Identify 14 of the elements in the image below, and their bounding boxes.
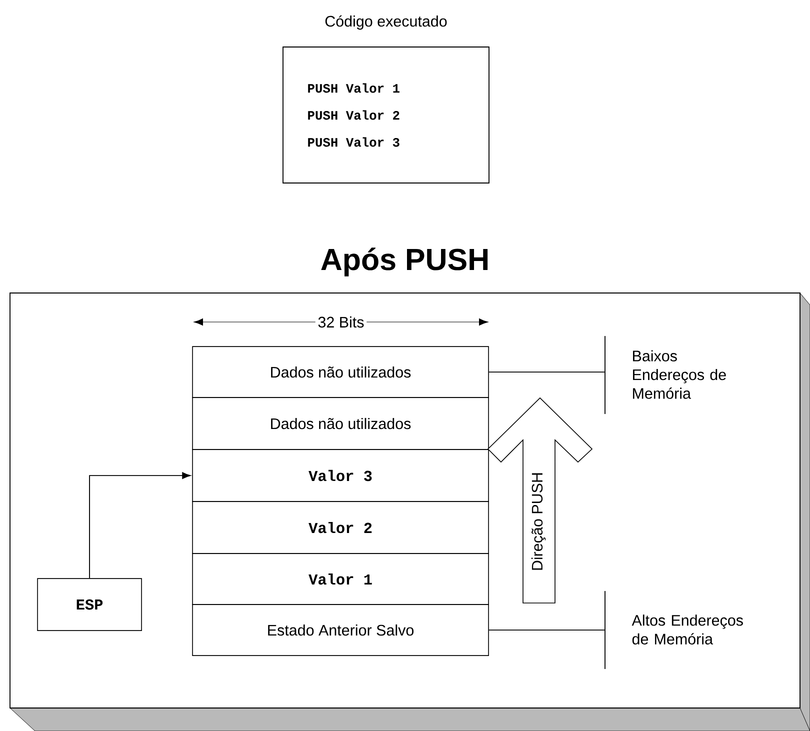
stack-cell: Dados não utilizados bbox=[192, 346, 489, 398]
code-box: Código executado PUSH Valor 1 PUSH Valor 2 PUSH Valor 3 bbox=[282, 15, 490, 184]
memory-note: Baixos Endereços de Memória bbox=[604, 336, 726, 414]
node-label: Código executado bbox=[325, 15, 447, 30]
connector bbox=[89, 472, 191, 579]
memory-note: Altos Endereços de Memória bbox=[604, 590, 743, 670]
stack-cell: Valor 3 bbox=[192, 449, 489, 502]
title: Após PUSH bbox=[321, 248, 488, 276]
stack-cell: Dados não utilizados bbox=[192, 397, 489, 450]
register-box: ESP bbox=[37, 578, 142, 631]
stack-cell: Estado Anterior Salvo bbox=[192, 604, 489, 656]
stack-cell: Valor 1 bbox=[192, 553, 489, 605]
dimension-label: 32 Bits bbox=[315, 314, 367, 330]
stack-cell: Valor 2 bbox=[192, 501, 489, 554]
